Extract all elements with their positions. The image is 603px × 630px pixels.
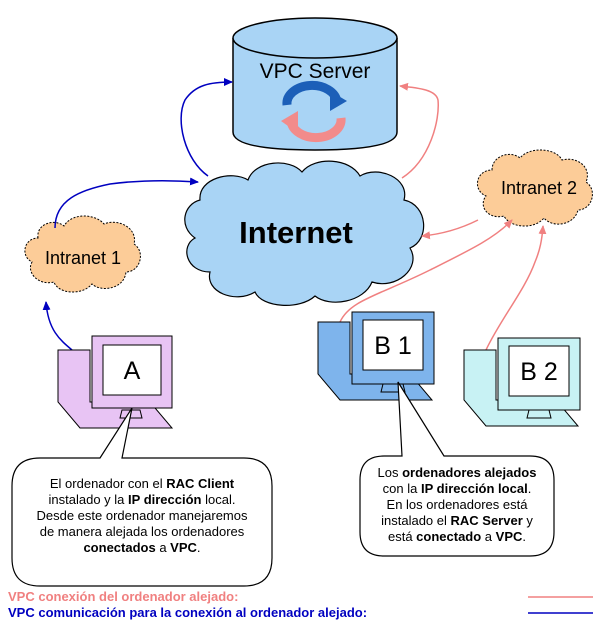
speech-bubble-right xyxy=(359,381,555,557)
computer-b1-label: B 1 xyxy=(374,332,412,360)
speech-bubble-left xyxy=(11,407,273,587)
intranet-2-label: Intranet 2 xyxy=(501,178,577,198)
sync-icon xyxy=(281,80,347,143)
computer-b2: B 2 xyxy=(463,337,581,427)
blue-connections xyxy=(42,78,233,351)
caption-left: El ordenador con el RAC Client instalado… xyxy=(36,476,248,555)
legend-remote-communication: VPC comunicación para la conexión al ord… xyxy=(8,605,368,620)
computer-b2-label: B 2 xyxy=(520,358,558,386)
caption-right: Los ordenadores alejados con la IP direc… xyxy=(377,465,537,544)
intranet-2-cloud: Intranet 2 xyxy=(477,149,593,227)
computer-a: A xyxy=(57,335,174,429)
internet-label: Internet xyxy=(239,215,353,250)
vpc-server: VPC Server xyxy=(232,17,398,151)
computer-a-label: A xyxy=(124,357,141,385)
pink-connections xyxy=(339,82,547,351)
intranet-1-label: Intranet 1 xyxy=(45,248,121,268)
internet-cloud: Internet xyxy=(184,160,425,306)
server-label: VPC Server xyxy=(260,60,371,83)
computer-b1: B 1 xyxy=(317,311,435,401)
legend-remote-connection: VPC conexión del ordenador alejado: xyxy=(8,589,239,604)
intranet-1-cloud: Intranet 1 xyxy=(24,215,141,293)
